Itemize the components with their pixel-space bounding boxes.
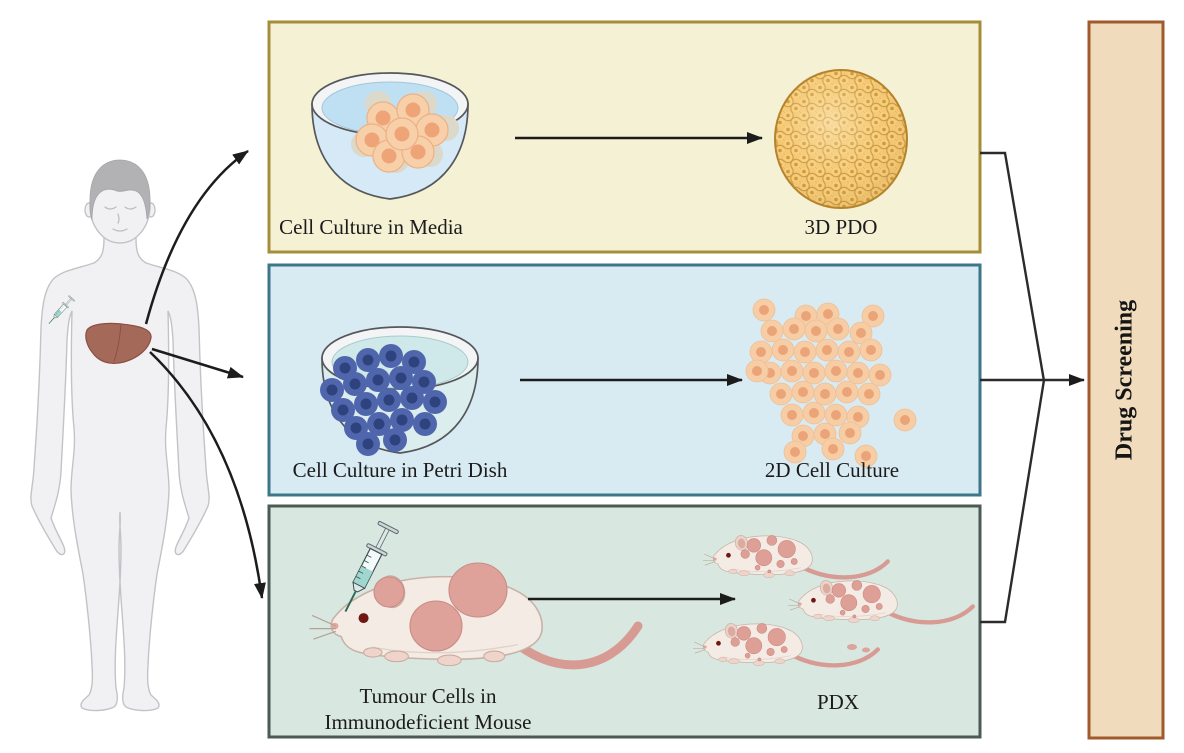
drug-screening-bar: [1087, 20, 1165, 740]
connector-organoid-to-screening: [980, 151, 1046, 382]
arrows: [144, 132, 1085, 624]
label-2d-cell-culture: 2D Cell Culture: [765, 458, 899, 482]
label-cell-culture-petri: Cell Culture in Petri Dish: [293, 458, 508, 482]
pdx-mice-icon: [693, 534, 973, 665]
arrow-patient-to-pdx-panel: [149, 351, 266, 599]
connector-pdx-to-screening: [980, 379, 1046, 624]
cell-cluster-in-media: [351, 91, 459, 173]
label-drug-screening: Drug Screening: [1112, 300, 1138, 460]
patient-figure-icon: [30, 159, 210, 712]
label-pdx: PDX: [817, 690, 859, 714]
arrow-patient-to-organoid-panel: [144, 149, 249, 325]
label-cell-culture-media: Cell Culture in Media: [279, 215, 463, 239]
mouse-injected-icon: [308, 520, 643, 670]
arrow-patient-to-2d-panel: [151, 347, 244, 379]
label-tumour-cells-line1: Tumour Cells in: [360, 684, 497, 708]
label-tumour-cells-line2: Immunodeficient Mouse: [324, 710, 531, 734]
petri-dish-media-icon: [311, 72, 469, 200]
label-3d-pdo: 3D PDO: [805, 215, 878, 239]
hair: [89, 159, 151, 221]
organoid-icon: [774, 69, 908, 209]
